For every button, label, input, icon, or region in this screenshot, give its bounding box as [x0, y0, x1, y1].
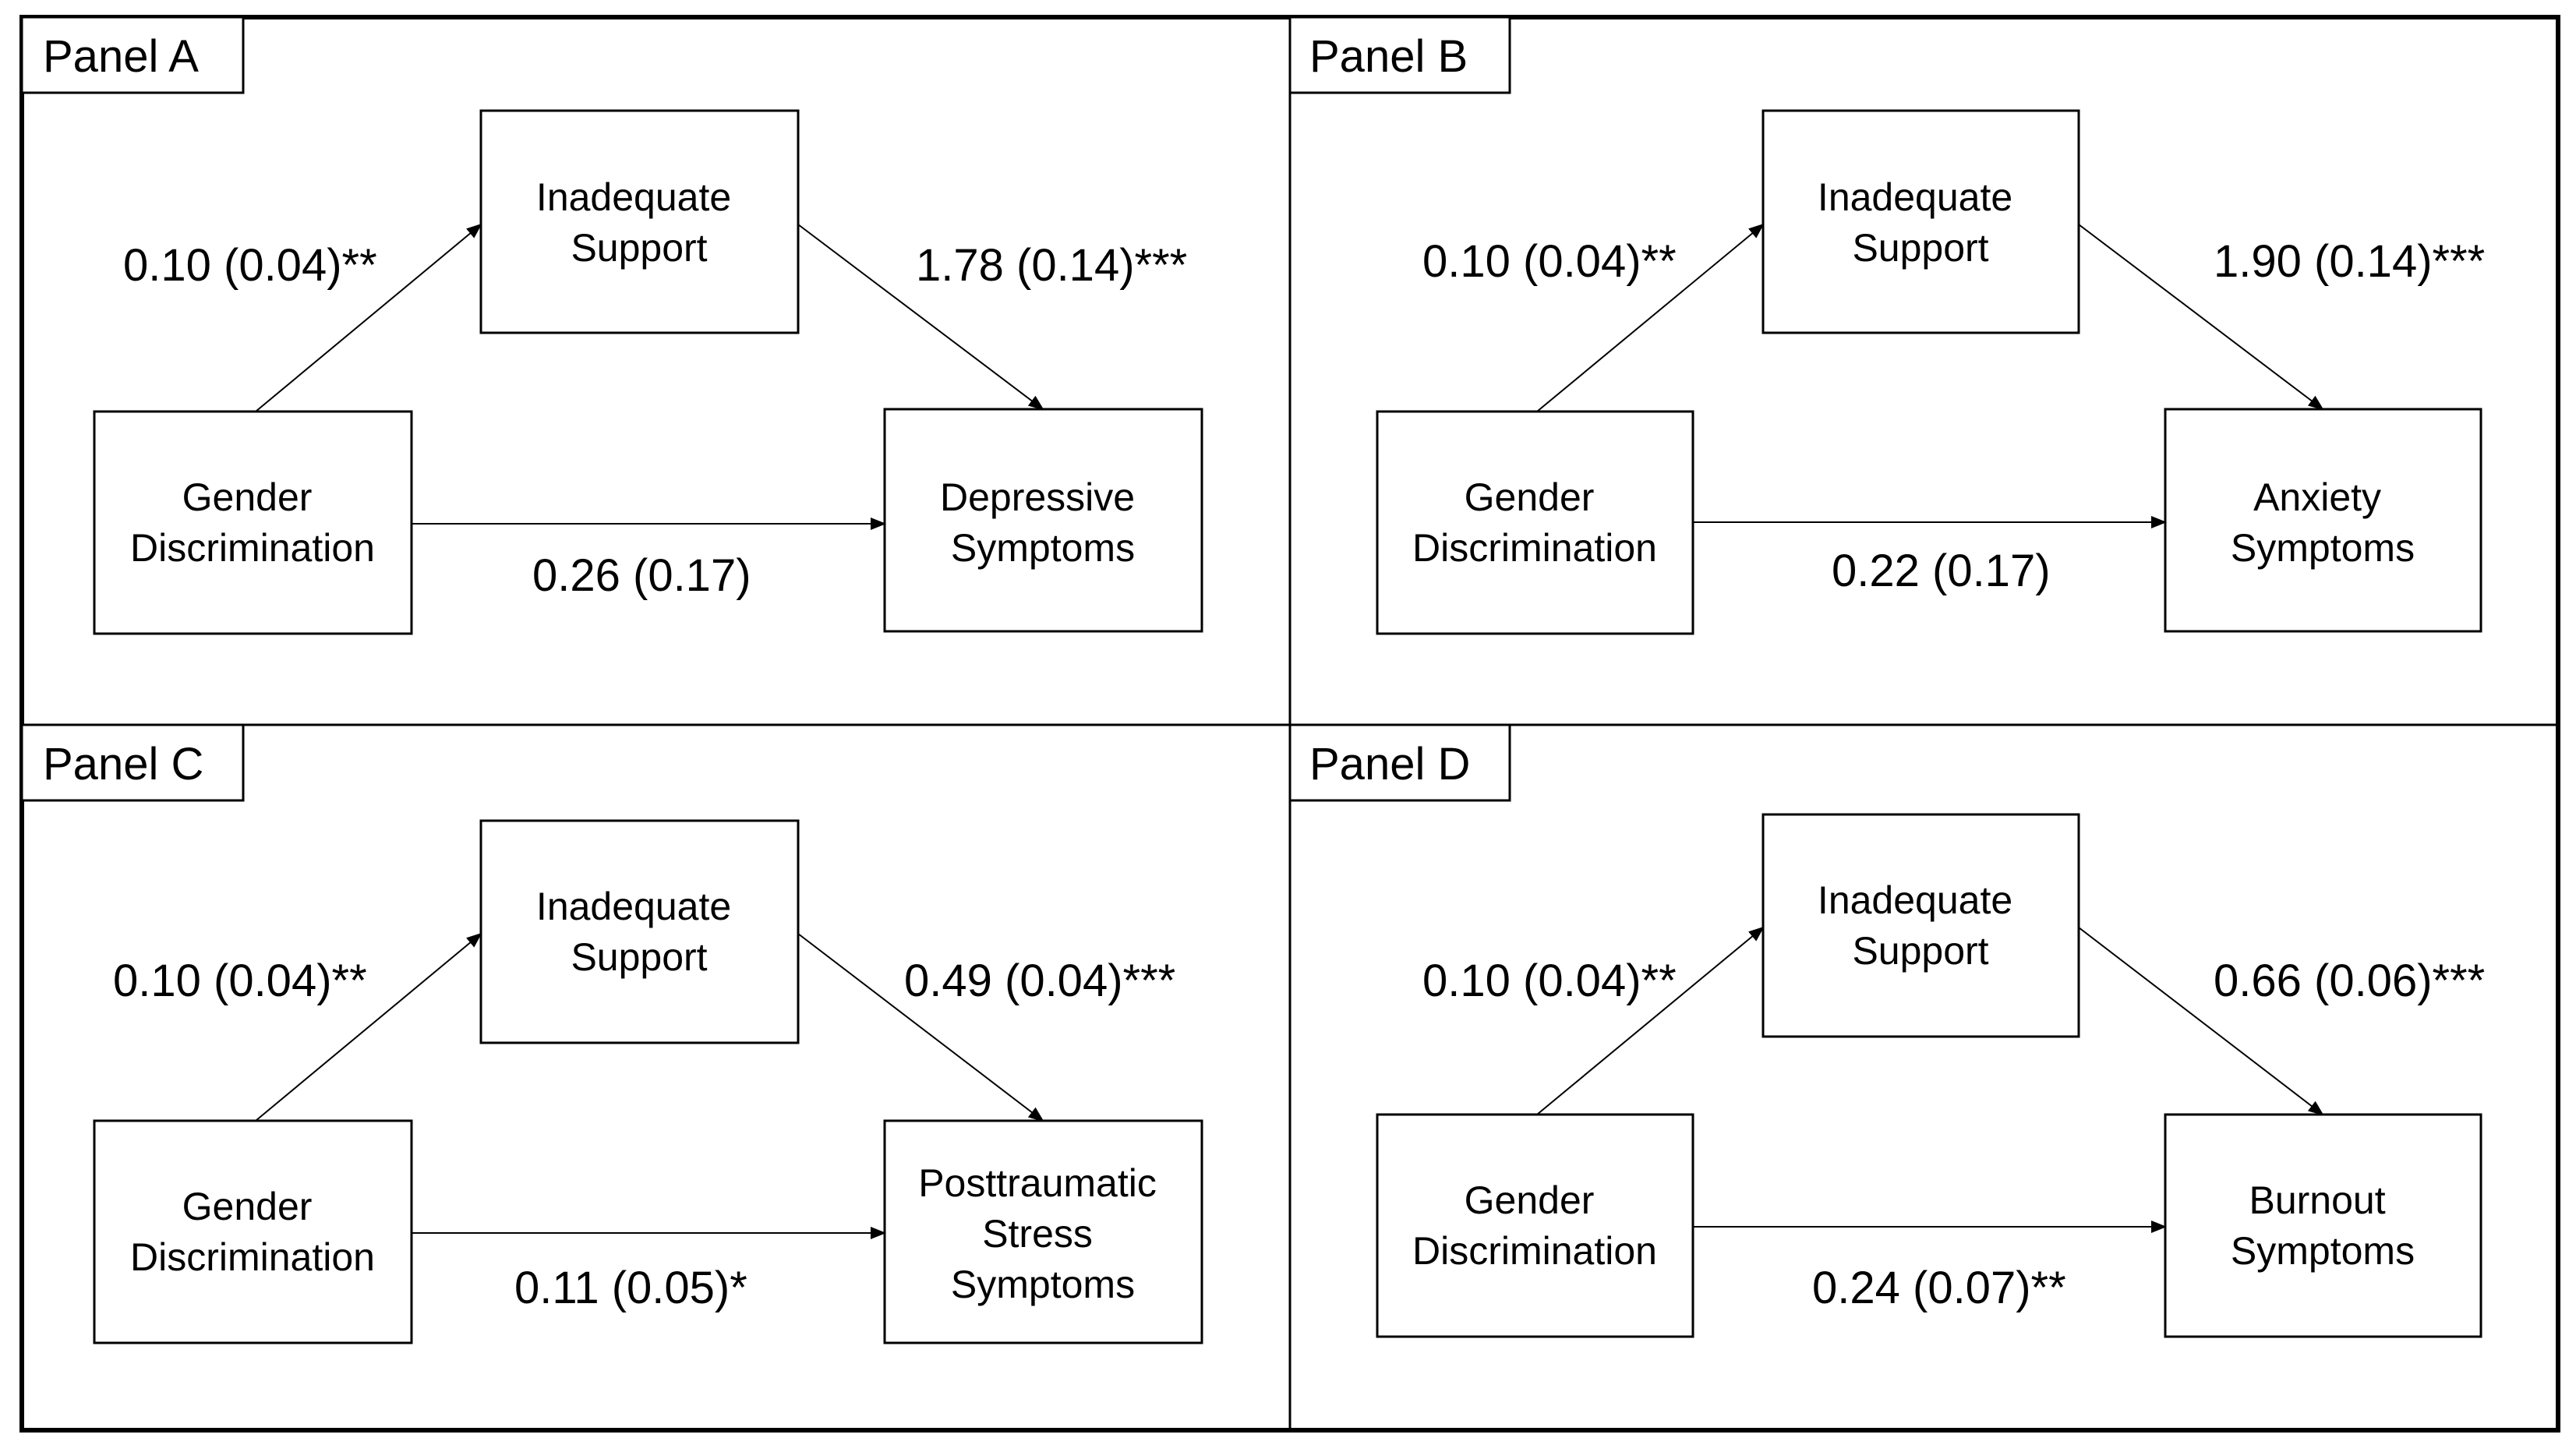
panel-d-path-c-coefficient: 0.24 (0.07)**: [1812, 1263, 2066, 1313]
panel-b-path-b-coefficient: 1.90 (0.14)***: [2214, 236, 2485, 287]
panel-c-mediator-box: [479, 819, 800, 1044]
panel-a-path-c-coefficient: 0.26 (0.17): [532, 550, 751, 601]
panel-c-label: Panel C: [43, 739, 203, 790]
panel-c-path-a-coefficient: 0.10 (0.04)**: [113, 956, 367, 1006]
panel-a: Panel A Inadequate Support Gender Discri…: [20, 16, 1203, 635]
panel-a-path-b-arrow: [797, 224, 1044, 411]
panel-b-path-c-coefficient: 0.22 (0.17): [1832, 546, 2051, 596]
panel-c-predictor-box: [93, 1119, 413, 1344]
panel-a-predictor-box: [93, 410, 413, 635]
panel-c-path-c-coefficient: 0.11 (0.05)*: [514, 1263, 747, 1313]
panel-d-outcome-label: Burnout Symptoms: [2231, 1178, 2415, 1273]
panel-d-label: Panel D: [1309, 739, 1470, 790]
panel-a-predictor-label: Gender Discrimination: [130, 475, 375, 570]
panel-b-mediator-box: [1762, 109, 2080, 334]
panel-d-mediator-box: [1762, 813, 2080, 1038]
panel-d-path-b-arrow: [2078, 927, 2324, 1116]
panel-d-label-box: [1288, 723, 1511, 802]
panel-c-path-a-arrow: [255, 932, 482, 1122]
panel-b-label: Panel B: [1309, 31, 1468, 82]
panel-c-path-b-arrow: [797, 933, 1044, 1122]
panel-c-outcome-label: Posttraumatic Stress Symptoms: [918, 1161, 1168, 1306]
panel-d-path-a-arrow: [1536, 926, 1765, 1115]
panel-d-predictor-box: [1376, 1113, 1694, 1338]
panel-c-path-b-coefficient: 0.49 (0.04)***: [904, 956, 1175, 1006]
panel-b-predictor-label: Gender Discrimination: [1412, 475, 1657, 570]
panel-a-mediator-label: Inadequate Support: [536, 175, 742, 270]
panel-c-predictor-label: Gender Discrimination: [130, 1185, 375, 1279]
panel-b-label-box: [1288, 16, 1511, 94]
panel-a-path-a-arrow: [255, 223, 482, 412]
panel-a-path-a-coefficient: 0.10 (0.04)**: [123, 240, 377, 291]
panel-d-path-b-coefficient: 0.66 (0.06)***: [2214, 956, 2485, 1006]
panel-b-outcome-box: [2164, 408, 2482, 633]
panel-d-outcome-box: [2164, 1113, 2482, 1338]
panel-a-outcome-box: [883, 408, 1203, 633]
panel-c-mediator-label: Inadequate Support: [536, 885, 742, 979]
panel-a-label-box: [20, 16, 245, 94]
panel-b-predictor-box: [1376, 410, 1694, 635]
panel-c-outcome-box: [883, 1119, 1203, 1344]
panel-b-mediator-label: Inadequate Support: [1818, 175, 2023, 270]
panel-c: Panel C Inadequate Support Gender Discri…: [20, 723, 1203, 1344]
panel-d-mediator-label: Inadequate Support: [1818, 878, 2023, 973]
panel-a-outcome-label: Depressive Symptoms: [940, 475, 1146, 570]
panel-a-mediator-box: [479, 109, 800, 334]
panel-b-outcome-label: Anxiety Symptoms: [2231, 475, 2415, 570]
panel-b-path-a-coefficient: 0.10 (0.04)**: [1422, 236, 1677, 287]
panel-b-path-b-arrow: [2078, 224, 2324, 411]
panel-c-label-box: [20, 723, 245, 802]
panel-a-path-b-coefficient: 1.78 (0.14)***: [916, 240, 1187, 291]
panel-d-path-a-coefficient: 0.10 (0.04)**: [1422, 956, 1677, 1006]
panel-a-label: Panel A: [43, 31, 199, 82]
panel-b: Panel B Inadequate Support Gender Discri…: [1288, 16, 2485, 635]
panel-d-predictor-label: Gender Discrimination: [1412, 1178, 1657, 1273]
panel-d: Panel D Inadequate Support Gender Discri…: [1288, 723, 2485, 1338]
panel-b-path-a-arrow: [1536, 223, 1765, 412]
